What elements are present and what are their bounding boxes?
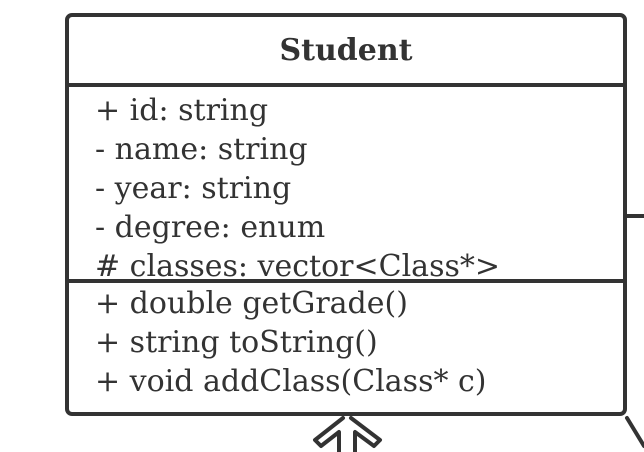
operation-get-grade: + double getGrade(): [95, 286, 408, 321]
attribute-name: - name: string: [95, 132, 308, 167]
inheritance-arrow-right: [349, 416, 382, 452]
operations-section: + double getGrade() + string toString() …: [69, 283, 623, 401]
attribute-degree: - degree: enum: [95, 210, 326, 245]
attribute-classes: # classes: vector<Class*>: [95, 249, 500, 283]
operation-to-string: + string toString(): [95, 325, 378, 360]
attribute-id: + id: string: [95, 93, 269, 128]
operation-add-class: + void addClass(Class* c): [95, 364, 487, 399]
class-name-section: Student: [69, 17, 623, 87]
association-line-corner: [625, 416, 644, 448]
uml-class-box[interactable]: Student + id: string - name: string - ye…: [65, 13, 627, 416]
attributes-section: + id: string - name: string - year: stri…: [69, 87, 623, 283]
attribute-year: - year: string: [95, 171, 292, 206]
class-name: Student: [279, 32, 413, 68]
inheritance-arrow-left: [313, 416, 345, 452]
